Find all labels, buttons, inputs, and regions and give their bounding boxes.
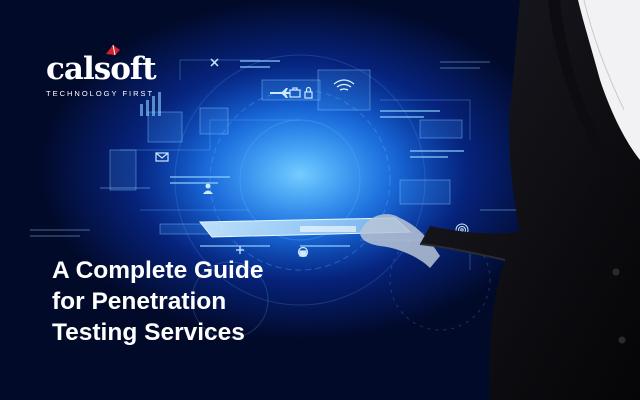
close-icon <box>210 58 219 67</box>
airplane-icon <box>270 88 290 98</box>
user-icon <box>203 183 213 194</box>
briefcase-icon <box>289 87 301 98</box>
brand-name: calsoft <box>46 51 157 87</box>
brand-tagline: TECHNOLOGY FIRST <box>46 89 155 98</box>
wifi-cloud-icon <box>333 79 355 91</box>
mail-icon <box>155 152 169 162</box>
logo-mark-icon <box>106 44 120 56</box>
plus-icon <box>236 246 244 254</box>
title-line-1: A Complete Guide <box>52 257 264 284</box>
page-title: A Complete Guide for Penetration Testing… <box>52 255 312 348</box>
calsoft-logo: calsoft TECHNOLOGY FIRST <box>46 44 166 98</box>
title-line-3: Testing Services <box>52 319 245 346</box>
title-line-2: for Penetration <box>52 288 227 315</box>
lock-icon <box>304 86 313 99</box>
